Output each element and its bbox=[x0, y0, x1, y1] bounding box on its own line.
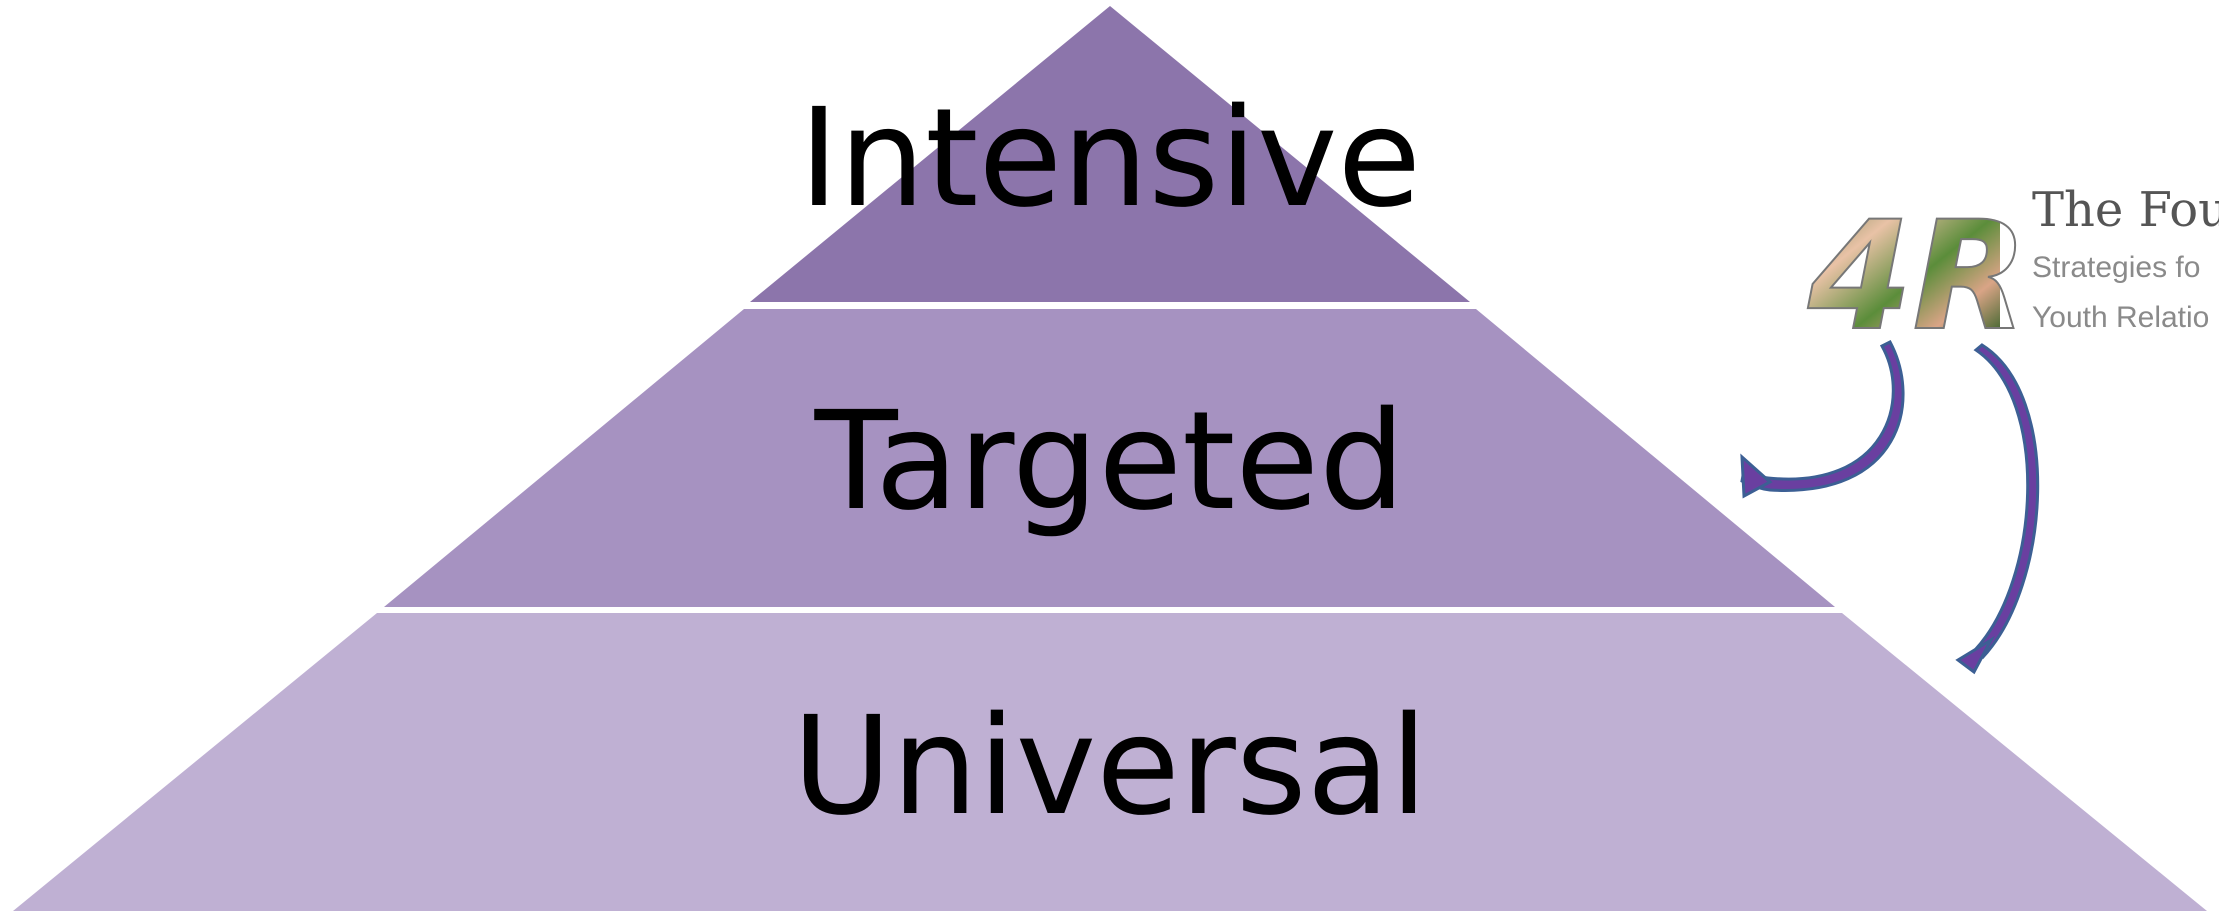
arrow-to-universal-icon bbox=[1955, 343, 2040, 675]
tier-intensive-shape bbox=[750, 6, 1470, 302]
brand-title: The Fou bbox=[2032, 182, 2219, 238]
arrow-to-targeted-icon bbox=[1740, 340, 1905, 499]
brand-subtitle-line1: Strategies fo bbox=[2032, 251, 2200, 284]
tier-universal-label: Universal bbox=[792, 688, 1428, 846]
tier-targeted-label: Targeted bbox=[814, 383, 1406, 541]
tier-intensive-label: Intensive bbox=[799, 80, 1421, 238]
tier-universal-shape bbox=[13, 613, 2207, 911]
tier-targeted-shape bbox=[384, 309, 1835, 607]
brand-logo: 4R bbox=[1806, 189, 2029, 365]
brand-subtitle-line2: Youth Relatio bbox=[2032, 301, 2209, 334]
brand-logo-text: 4R bbox=[1807, 190, 2028, 364]
